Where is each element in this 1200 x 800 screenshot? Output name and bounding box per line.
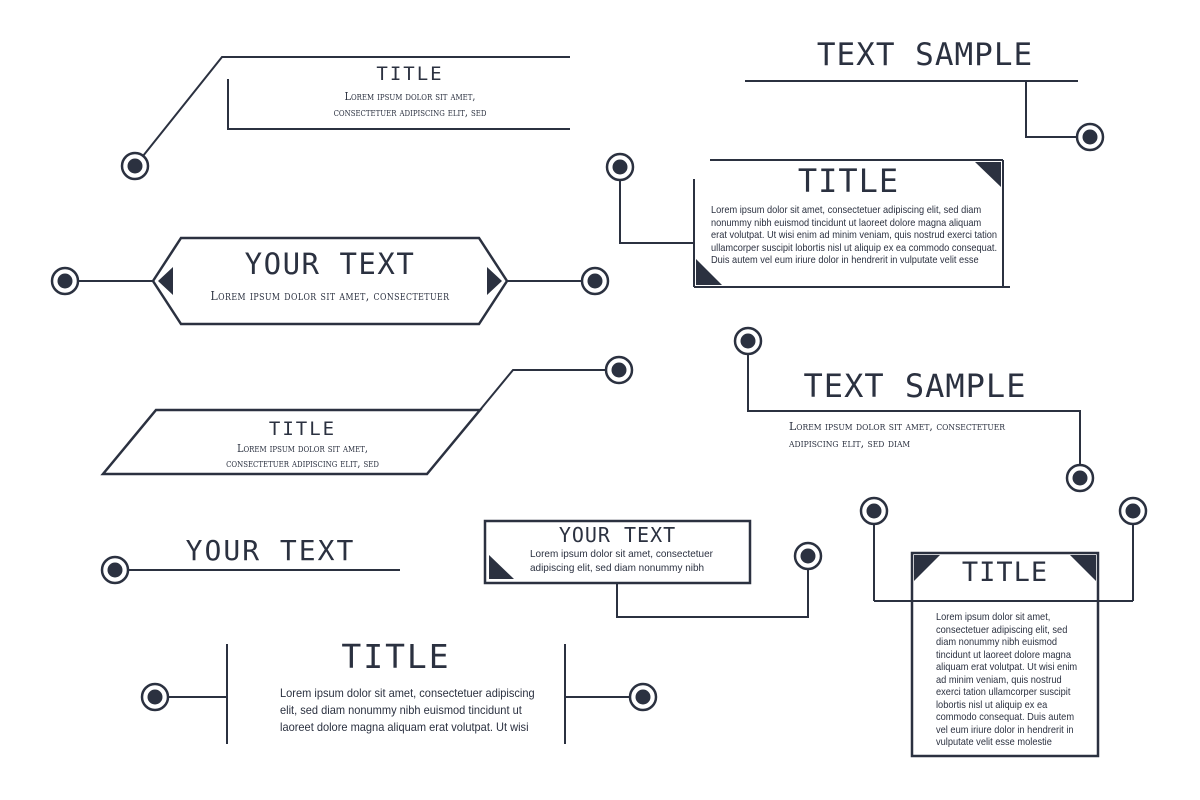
connector-node-icon — [628, 682, 658, 712]
callout-open-box — [134, 56, 570, 167]
callout8-body: Lorem ipsum dolor sit amet, consectetuer… — [530, 548, 713, 575]
corner-triangle-icon — [696, 259, 722, 285]
callout4-subtitle: Lorem ipsum dolor sit amet, consectetuer — [210, 288, 450, 303]
box-frame — [910, 551, 1100, 758]
leader-line — [619, 174, 694, 244]
leader-line — [479, 369, 606, 411]
connector-node-icon — [100, 555, 130, 585]
connector-node-icon — [793, 541, 823, 571]
callout-tall-box — [873, 522, 1134, 758]
connector-node-icon — [859, 496, 889, 526]
callout6-title: TEXT SAMPLE — [803, 367, 1027, 405]
callout3-body: Lorem ipsum dolor sit amet, consectetuer… — [711, 204, 998, 267]
callout-parallelogram — [100, 369, 606, 476]
callout10-body: Lorem ipsum dolor sit amet, consectetuer… — [280, 686, 535, 735]
callout5-title: TITLE — [268, 418, 337, 440]
corner-triangle-icon — [975, 162, 1001, 187]
corner-triangle-icon — [914, 555, 940, 581]
callout-bracket-block — [166, 644, 631, 744]
callout4-title: YOUR TEXT — [244, 247, 416, 281]
connector-node-icon — [580, 266, 610, 296]
callout8-title: YOUR TEXT — [558, 523, 677, 547]
callout7-title: YOUR TEXT — [185, 534, 356, 567]
connector-node-icon — [1065, 463, 1095, 493]
leader-line — [1025, 81, 1084, 138]
callout10-title: TITLE — [341, 637, 451, 676]
callout1-title: TITLE — [376, 63, 444, 85]
callout-small-box — [483, 519, 809, 618]
callout-underline-top — [745, 80, 1084, 138]
leader-line — [747, 352, 1081, 466]
callout-corner-frame — [619, 159, 1010, 288]
connector-node-icon — [120, 151, 150, 181]
callout3-title: TITLE — [797, 162, 900, 200]
corner-triangle-icon — [1070, 555, 1096, 581]
connector-node-icon — [733, 326, 763, 356]
callout2-title: TEXT SAMPLE — [816, 37, 1034, 73]
callout9-title: TITLE — [961, 557, 1049, 588]
corner-triangle-icon — [489, 555, 514, 579]
callout6-body: Lorem ipsum dolor sit amet, consectetuer… — [789, 419, 1006, 450]
callout-underline-sample — [747, 352, 1081, 466]
frame-edge — [227, 79, 570, 130]
connector-node-icon — [140, 682, 170, 712]
connector-node-icon — [604, 355, 634, 385]
leader-line — [616, 568, 809, 618]
parallelogram-frame — [100, 408, 483, 476]
box-frame — [483, 519, 752, 585]
callout1-body: Lorem ipsum dolor sit amet, consectetuer… — [333, 90, 487, 119]
callout9-body: Lorem ipsum dolor sit amet, consectetuer… — [936, 612, 1078, 749]
hexagon-frame — [151, 236, 509, 326]
callout5-body: Lorem ipsum dolor sit amet, consectetuer… — [226, 442, 379, 471]
arrow-left-icon — [158, 267, 173, 295]
leader-line — [134, 56, 570, 167]
connector-node-icon — [1118, 496, 1148, 526]
arrow-right-icon — [487, 267, 502, 295]
connector-node-icon — [50, 266, 80, 296]
callout-hexagon — [78, 236, 582, 326]
connector-node-icon — [1075, 122, 1105, 152]
connector-node-icon — [605, 152, 635, 182]
